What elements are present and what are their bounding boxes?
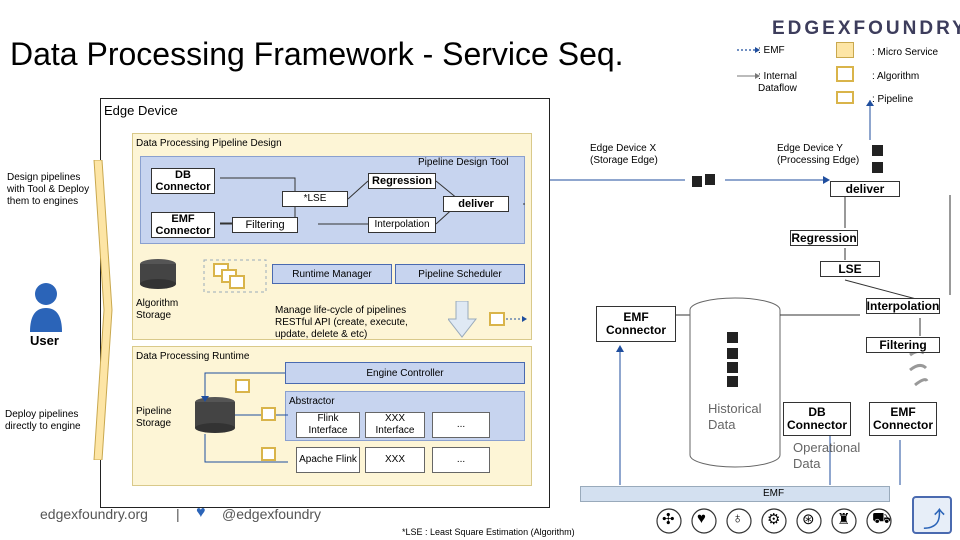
right-lse[interactable]: LSE	[820, 261, 880, 277]
right-db-connector[interactable]: DB Connector	[783, 402, 851, 436]
pipeline-scheduler[interactable]: Pipeline Scheduler	[395, 264, 525, 284]
footer-site[interactable]: edgexfoundry.org	[40, 506, 148, 522]
page-title: Data Processing Framework - Service Seq.	[10, 36, 624, 72]
runtime-storage-links	[195, 372, 288, 463]
algorithm-storage-icon	[140, 259, 267, 293]
right-emf-connector[interactable]: EMF Connector	[596, 306, 676, 342]
tool-deliver[interactable]: deliver	[443, 196, 509, 212]
runtime-manager[interactable]: Runtime Manager	[272, 264, 392, 284]
operational-data-label: Operational Data	[793, 440, 861, 471]
right-interpolation[interactable]: Interpolation	[866, 298, 940, 314]
pipeline-storage-label: Pipeline Storage	[136, 406, 172, 429]
pipeline-design-tool-label: Pipeline Design Tool	[418, 157, 509, 168]
device-icons-row	[656, 508, 892, 534]
user-icon	[30, 283, 62, 332]
flink-interface[interactable]: Flink Interface	[296, 412, 360, 438]
emf-bus	[580, 486, 890, 502]
legend-pipeline: : Pipeline	[872, 94, 914, 105]
deploy-pipelines-text: Deploy pipelines directly to engine	[5, 409, 81, 432]
abstractor-label: Abstractor	[289, 396, 335, 407]
legend-algorithm: : Algorithm	[872, 71, 920, 82]
emf-bus-label: EMF	[763, 488, 785, 499]
tool-regression[interactable]: Regression	[368, 173, 436, 189]
more-engines: ...	[432, 447, 490, 473]
xxx-engine[interactable]: XXX	[365, 447, 425, 473]
legend-emf: : EMF	[758, 45, 785, 56]
engine-controller[interactable]: Engine Controller	[285, 362, 525, 384]
historical-data-label: Historical Data	[708, 401, 762, 432]
xxx-interface[interactable]: XXX Interface	[365, 412, 425, 438]
design-pipelines-text: Design pipelines with Tool & Deploy them…	[7, 172, 90, 207]
tool-emf-connector[interactable]: EMF Connector	[151, 212, 215, 238]
deploy-down-arrow	[448, 301, 527, 338]
tool-lse[interactable]: *LSE	[282, 191, 348, 207]
lamp-icon: ♁	[732, 510, 744, 527]
right-filtering[interactable]: Filtering	[866, 337, 940, 353]
right-deliver[interactable]: deliver	[830, 181, 900, 197]
edgex-logo: EDGEXFOUNDRY™	[772, 18, 960, 39]
return-icon[interactable]: ⤴	[912, 496, 952, 534]
twitter-icon: ♥	[196, 504, 206, 521]
legend-algorithm-swatch	[836, 66, 854, 82]
tool-interpolation[interactable]: Interpolation	[368, 217, 436, 233]
wheel-icon: ⊛	[802, 511, 815, 528]
factory-icon: ♜	[837, 511, 851, 528]
manage-lifecycle-text: Manage life-cycle of pipelines RESTful A…	[275, 305, 408, 340]
footer-handle[interactable]: @edgexfoundry	[222, 506, 322, 522]
right-flow-links	[550, 100, 951, 485]
wind-turbine-icon: ✣	[662, 511, 675, 528]
edge-device-y-label: Edge Device Y (Processing Edge)	[777, 143, 860, 166]
algorithm-storage-label: Algorithm Storage	[136, 298, 179, 321]
edge-device-x-label: Edge Device X (Storage Edge)	[590, 143, 658, 166]
runtime-label: Data Processing Runtime	[136, 351, 250, 362]
deploy-flow-arrow	[93, 160, 113, 460]
right-emf-connector-2[interactable]: EMF Connector	[869, 402, 937, 436]
pipeline-design-label: Data Processing Pipeline Design	[136, 138, 282, 149]
legend-micro-service: : Micro Service	[872, 47, 939, 58]
tool-db-connector[interactable]: DB Connector	[151, 168, 215, 194]
user-label: User	[30, 333, 59, 348]
legend-internal-dataflow: : Internal Dataflow	[758, 71, 797, 94]
right-regression[interactable]: Regression	[790, 230, 858, 246]
tool-filtering[interactable]: Filtering	[232, 217, 298, 233]
footer-separator: |	[176, 506, 180, 522]
apache-flink[interactable]: Apache Flink	[296, 447, 360, 473]
legend-symbols	[737, 47, 760, 79]
legend-pipeline-swatch	[836, 91, 854, 104]
legend-micro-service-swatch	[836, 42, 854, 58]
edge-device-label: Edge Device	[104, 103, 178, 118]
heart-icon: ♥	[697, 510, 706, 527]
more-interfaces: ...	[432, 412, 490, 438]
gear-icon: ⚙	[767, 511, 781, 528]
footnote-lse: *LSE : Least Square Estimation (Algorith…	[402, 527, 575, 537]
car-icon: ⛟	[872, 510, 891, 527]
